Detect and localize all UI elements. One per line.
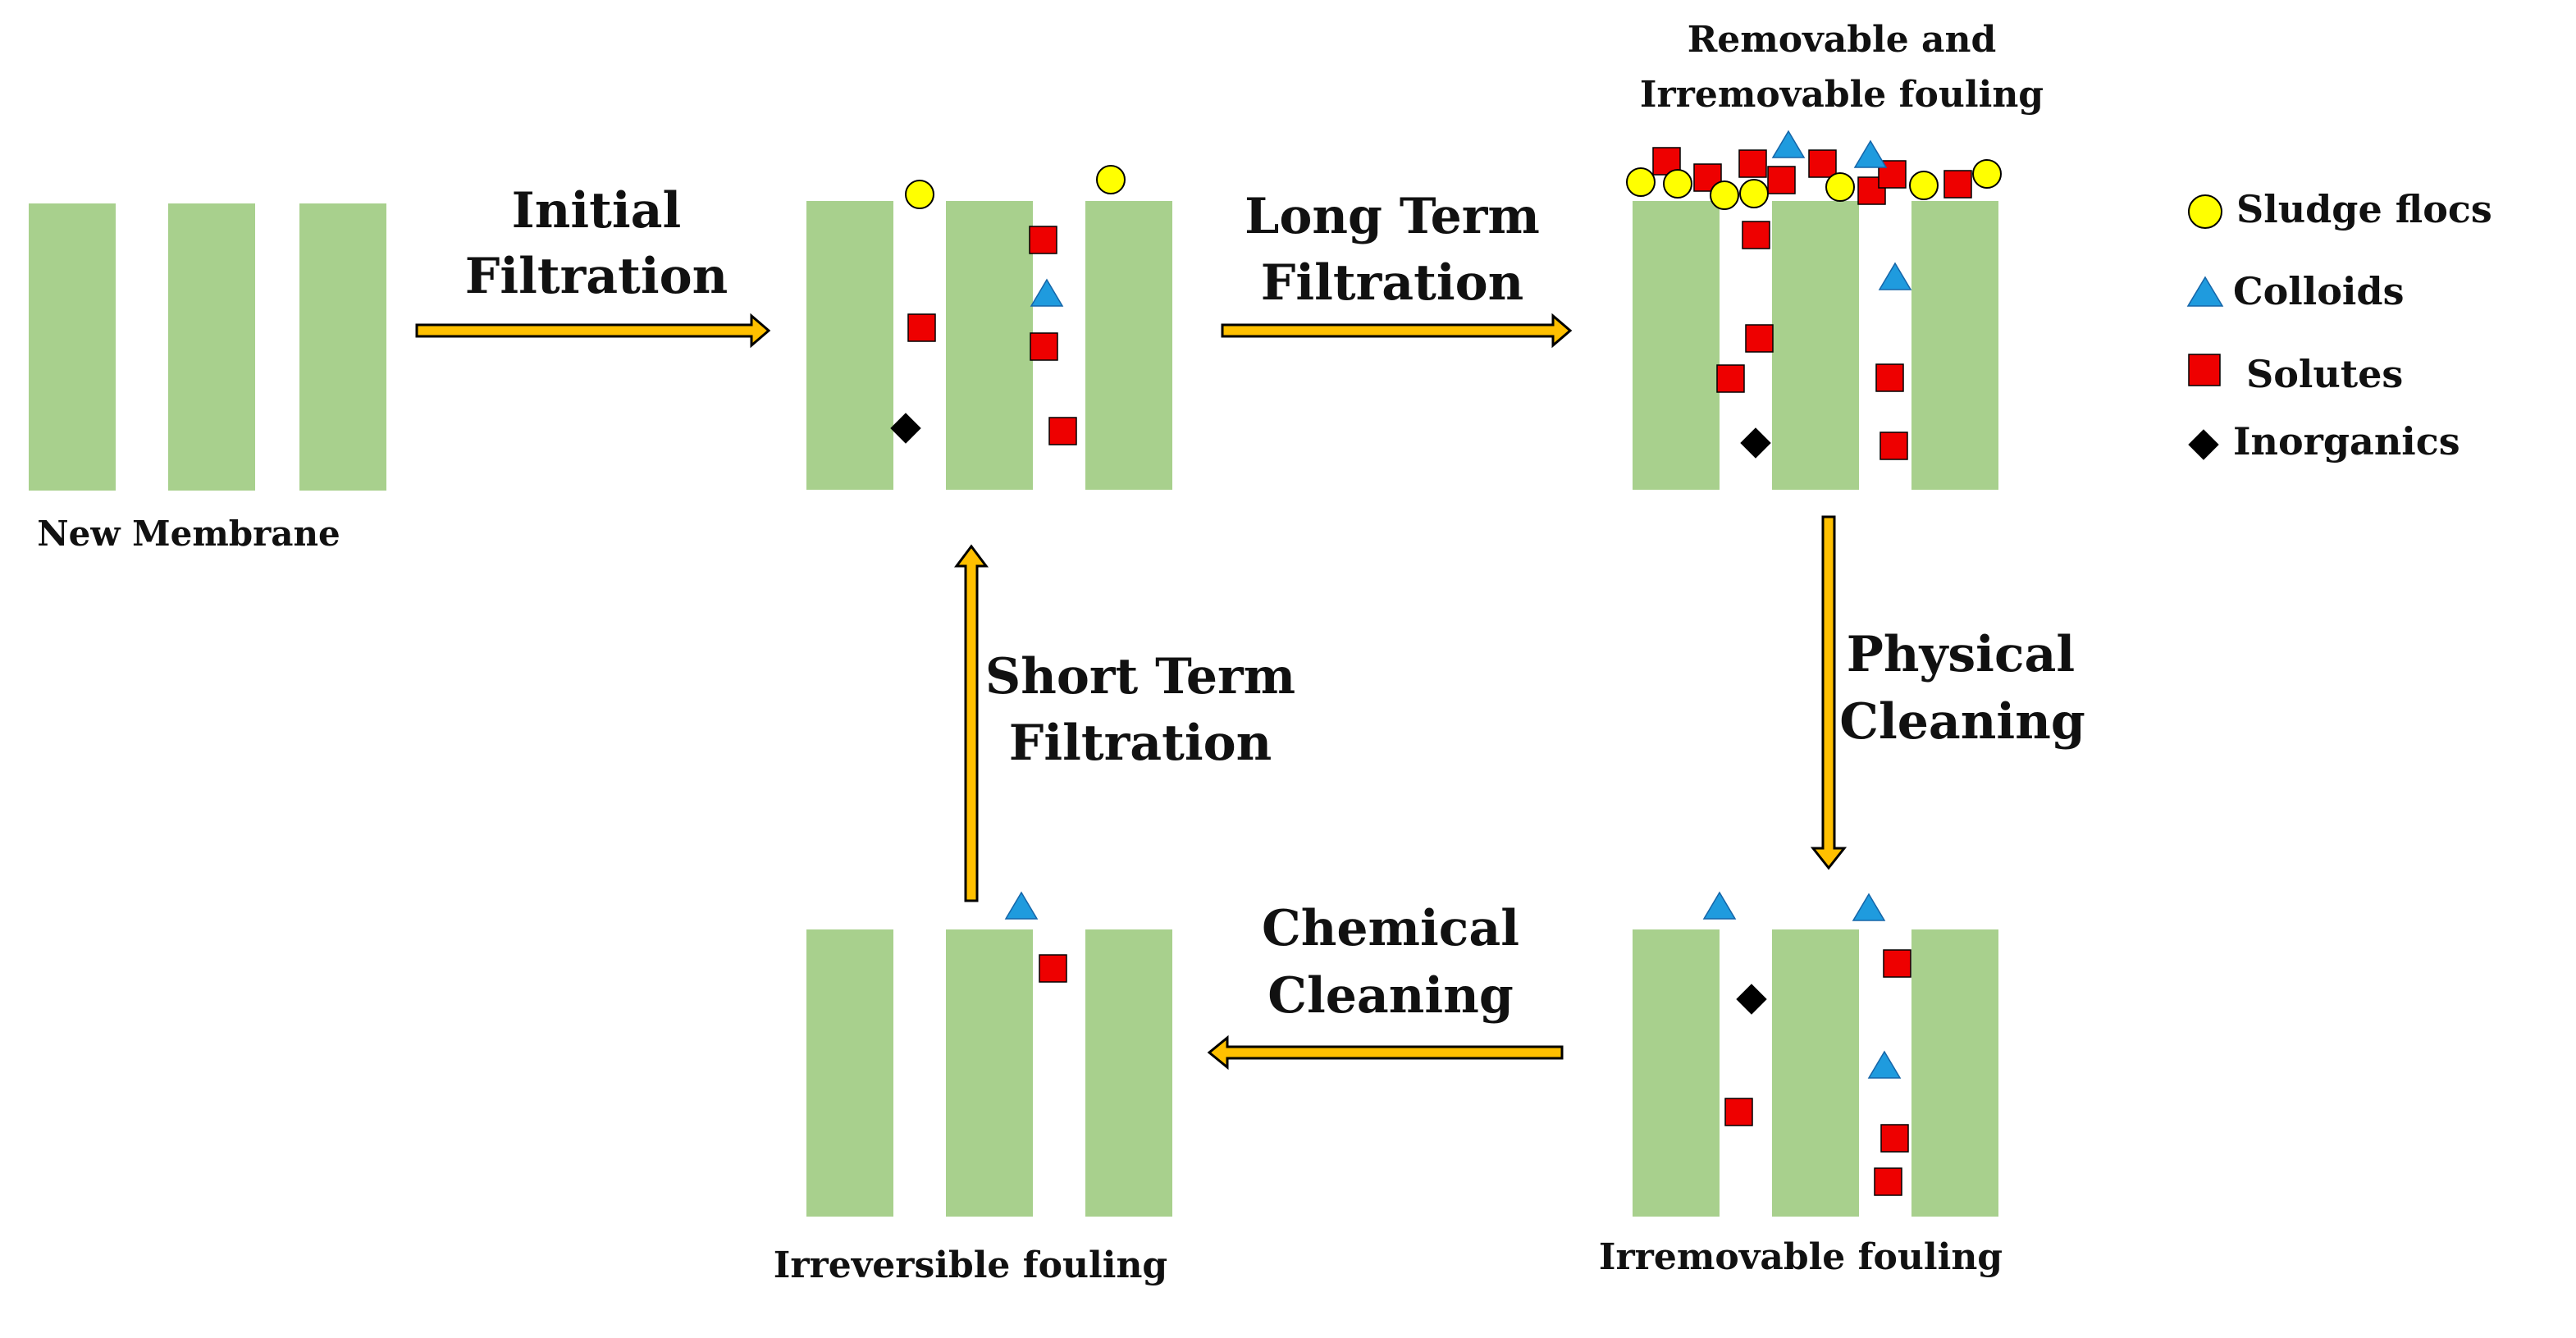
membrane-bar — [1633, 201, 1720, 490]
step-chemical-line-1: Chemical — [1262, 900, 1519, 957]
legend-inorganics-label: Inorganics — [2233, 419, 2460, 464]
sludge-floc — [1710, 180, 1739, 210]
solute — [907, 313, 936, 342]
legend-solutes-label: Solutes — [2246, 352, 2403, 396]
membrane-bar — [1911, 201, 1998, 490]
membrane-bar — [1085, 201, 1172, 490]
arrow-short-term-filtration — [954, 544, 989, 902]
step-initial-line-1: Initial — [512, 182, 682, 240]
solute — [1745, 324, 1774, 353]
legend-colloids-label: Colloids — [2233, 269, 2404, 313]
solute — [1738, 149, 1767, 178]
legend-solutes-icon — [2188, 354, 2221, 386]
sludge-floc — [1663, 169, 1692, 199]
arrow-long-term-filtration — [1221, 313, 1573, 349]
colloid — [1878, 262, 1912, 290]
solute — [1875, 363, 1904, 392]
membrane-bar — [806, 929, 893, 1217]
arrow-chemical-cleaning — [1207, 1034, 1564, 1071]
colloid — [1030, 278, 1064, 307]
foulants-long-term — [1626, 130, 2002, 460]
foulants-irremovable — [1702, 891, 1911, 1196]
solute — [1874, 1167, 1902, 1196]
solute — [1767, 166, 1796, 194]
arrow-physical-cleaning — [1810, 515, 1848, 870]
solute — [1039, 954, 1067, 983]
label-new-membrane: New Membrane — [37, 514, 340, 554]
foulants-initial — [890, 165, 1126, 445]
solute — [1879, 432, 1908, 460]
sludge-floc — [1909, 171, 1939, 200]
membrane-physical-cleaned — [1633, 929, 1998, 1217]
sludge-floc — [1739, 179, 1769, 208]
step-long-line-2: Filtration — [1261, 254, 1524, 312]
sludge-floc — [905, 180, 934, 209]
colloid — [1771, 130, 1806, 158]
label-irreversible-fouling: Irreversible fouling — [774, 1244, 1167, 1286]
legend-inorganics-icon — [2188, 429, 2219, 460]
sludge-floc — [1972, 159, 2002, 189]
colloid — [1004, 891, 1039, 920]
membrane-bar — [946, 201, 1033, 490]
colloid — [1702, 891, 1737, 920]
membrane-initial — [806, 201, 1172, 490]
solute — [1724, 1098, 1753, 1126]
label-irremovable-fouling: Irremovable fouling — [1599, 1236, 2003, 1278]
colloid — [1867, 1050, 1902, 1079]
sludge-floc — [1626, 167, 1656, 197]
label-fouled-line-1: Removable and — [1688, 19, 1997, 61]
solute — [1716, 364, 1745, 393]
solute — [1880, 1124, 1909, 1153]
sludge-floc — [1096, 165, 1126, 194]
step-initial-line-2: Filtration — [465, 248, 728, 305]
colloid — [1853, 139, 1888, 168]
inorganic — [1736, 984, 1767, 1015]
membrane-bar — [29, 203, 116, 491]
step-short-line-1: Short Term — [985, 648, 1295, 706]
step-long-line-1: Long Term — [1245, 188, 1540, 245]
solute — [1943, 170, 1972, 199]
solute — [1048, 417, 1077, 445]
membrane-bar — [168, 203, 255, 491]
membrane-bar — [946, 929, 1033, 1217]
legend-sludge-flocs-label: Sludge flocs — [2236, 187, 2492, 231]
membrane-bar — [1772, 929, 1859, 1217]
legend: Sludge flocs Colloids Solutes Inorganics — [2186, 187, 2492, 464]
label-fouled-line-2: Irremovable fouling — [1640, 74, 2044, 116]
colloid — [1852, 893, 1886, 921]
solute — [1030, 332, 1058, 361]
inorganic — [890, 413, 921, 444]
foulants-irreversible — [1004, 891, 1067, 983]
membrane-bar — [1085, 929, 1172, 1217]
legend-colloids-icon — [2186, 276, 2224, 307]
membrane-bar — [1772, 201, 1859, 490]
inorganic — [1740, 427, 1771, 459]
membrane-bar — [1633, 929, 1720, 1217]
arrow-initial-filtration — [415, 313, 771, 349]
solute — [1883, 949, 1911, 978]
membrane-bar — [806, 201, 893, 490]
sludge-floc — [1825, 172, 1855, 202]
membrane-new — [29, 203, 386, 491]
membrane-chemical-cleaned — [806, 929, 1172, 1217]
membrane-bar — [1911, 929, 1998, 1217]
solute — [1742, 221, 1770, 249]
step-short-line-2: Filtration — [1009, 715, 1272, 772]
step-physical-line-1: Physical — [1847, 626, 2075, 683]
solute — [1029, 226, 1057, 254]
membrane-long-term — [1633, 201, 1998, 490]
legend-sludge-flocs-icon — [2188, 194, 2222, 229]
membrane-bar — [299, 203, 386, 491]
solute — [1808, 149, 1837, 178]
step-physical-line-2: Cleaning — [1839, 693, 2085, 751]
step-chemical-line-2: Cleaning — [1267, 967, 1514, 1025]
